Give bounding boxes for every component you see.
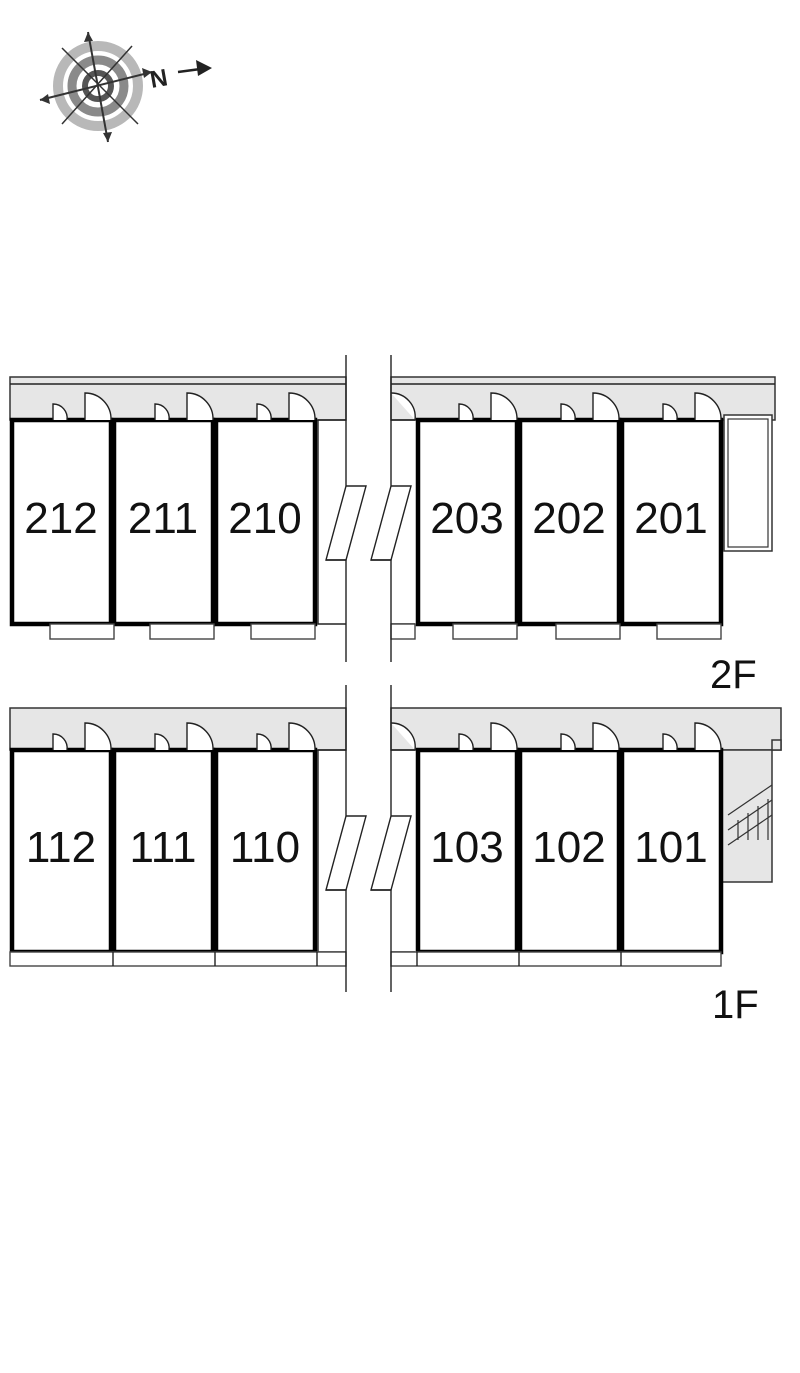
unit-211: 211 [111, 417, 216, 627]
unit-202: 202 [517, 417, 622, 627]
unit-label: 203 [430, 494, 503, 543]
unit-101: 101 [619, 747, 724, 955]
floor-label-2f: 2F [710, 653, 757, 697]
doors-1f [52, 722, 722, 751]
unit-112: 112 [9, 747, 114, 955]
unit-label: 212 [24, 494, 97, 543]
compass-north-letter: N [148, 64, 170, 94]
unit-label: 211 [128, 494, 198, 543]
floor-1f: 112 111 110 103 102 101 [9, 684, 782, 1027]
staircase-2f [723, 414, 773, 552]
unit-110: 110 [213, 747, 318, 955]
unit-103: 103 [415, 747, 520, 955]
unit-label: 112 [26, 823, 96, 872]
unit-102: 102 [517, 747, 622, 955]
unit-203: 203 [415, 417, 520, 627]
unit-212: 212 [9, 417, 114, 627]
unit-label: 210 [228, 494, 301, 543]
stair-landing-1f [720, 739, 782, 883]
unit-label: 101 [634, 823, 707, 872]
unit-label: 201 [634, 494, 707, 543]
unit-label: 102 [532, 823, 605, 872]
unit-label: 111 [130, 823, 197, 872]
floor-label-1f: 1F [712, 983, 759, 1027]
unit-label: 202 [532, 494, 605, 543]
floor-2f: 212 211 210 203 202 201 [9, 350, 776, 697]
unit-111: 111 [111, 747, 216, 955]
corridor-1f-right [390, 707, 782, 751]
compass-icon [39, 31, 212, 143]
staircase-1f [727, 784, 773, 846]
doors-2f [52, 392, 722, 421]
unit-210: 210 [213, 417, 318, 627]
break-band-2f [347, 350, 390, 665]
unit-label: 103 [430, 823, 503, 872]
unit-201: 201 [619, 417, 724, 627]
break-band-1f [347, 684, 390, 994]
unit-label: 110 [230, 823, 300, 872]
